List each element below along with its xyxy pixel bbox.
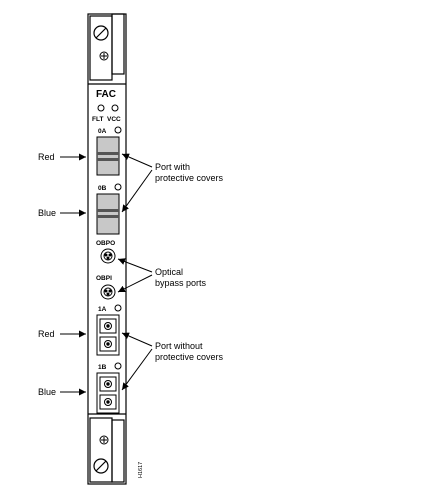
- blue-label-top: Blue: [38, 208, 56, 218]
- flt-led: [97, 104, 105, 112]
- port-1a-label: 1A: [98, 306, 107, 313]
- optical-line1: Optical: [155, 267, 183, 277]
- faceplate-outline: [87, 13, 127, 485]
- optical-line2: bypass ports: [155, 278, 207, 288]
- optical-arrow-b: [117, 274, 153, 293]
- obpo-label: OBPO: [96, 240, 115, 247]
- bottom-ejector-lever: [111, 419, 125, 483]
- card-faceplate: [87, 13, 127, 485]
- obpo-port: [100, 248, 116, 264]
- figure-id: H1617: [138, 462, 144, 478]
- top-ejector-lever: [111, 13, 125, 75]
- top-screw: [93, 25, 109, 41]
- optical-arrow-a: [117, 258, 153, 273]
- red-label-bottom: Red: [38, 329, 55, 339]
- port-without-covers-arrow-a: [121, 332, 153, 347]
- bottom-screw: [93, 458, 109, 474]
- flt-label: FLT: [92, 116, 103, 123]
- port-0b-label: 0B: [98, 185, 107, 192]
- obpi-port: [100, 284, 116, 300]
- port-0a-led: [114, 126, 122, 134]
- port-0a-covered: [96, 136, 120, 176]
- bottom-small-screw: [99, 435, 109, 445]
- port-1b-label: 1B: [98, 364, 107, 371]
- port-0b-covered: [96, 193, 120, 235]
- leds: [97, 104, 119, 112]
- red-label-top: Red: [38, 152, 55, 162]
- port-1a-uncovered: [96, 314, 120, 356]
- port-with-covers-line2: protective covers: [155, 173, 224, 183]
- top-small-screw: [99, 51, 109, 61]
- blue-label-bottom: Blue: [38, 387, 56, 397]
- port-without-covers-line2: protective covers: [155, 352, 224, 362]
- port-without-covers-line1: Port without: [155, 341, 203, 351]
- port-1b-uncovered: [96, 372, 120, 414]
- vcc-led: [111, 104, 119, 112]
- port-0a-label: 0A: [98, 128, 107, 135]
- port-1b-led: [114, 362, 122, 370]
- port-with-covers-arrow-b: [121, 169, 153, 213]
- port-with-covers-arrow-a: [121, 153, 153, 168]
- port-with-covers-line1: Port with: [155, 162, 190, 172]
- vcc-label: VCC: [107, 116, 121, 123]
- obpi-label: OBPI: [96, 275, 112, 282]
- port-1a-led: [114, 304, 122, 312]
- card-title: FAC: [96, 89, 116, 100]
- port-0b-led: [114, 183, 122, 191]
- port-without-covers-arrow-b: [121, 348, 153, 391]
